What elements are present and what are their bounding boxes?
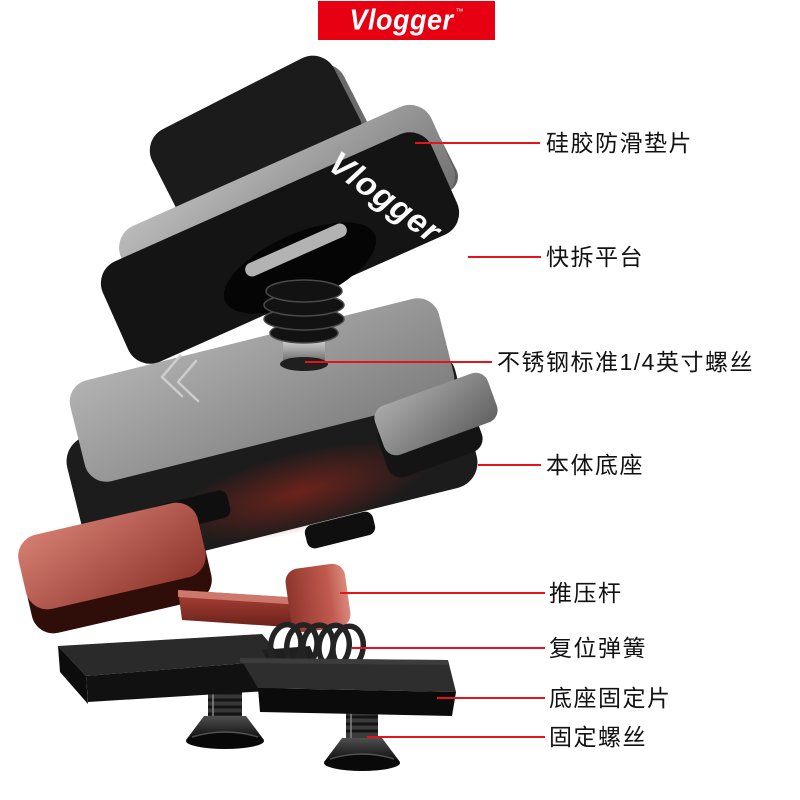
base-fixing-plate-right [240, 658, 456, 716]
brand-logo-text: Vlogger [349, 4, 454, 36]
push-rod [18, 502, 351, 634]
brand-badge: Vlogger ™ [318, 1, 495, 40]
callout-label-quick-release-platform: 快拆平台 [546, 244, 644, 270]
callout-line-quarter-inch-screw [305, 361, 492, 363]
callout-label-main-body-base: 本体底座 [546, 452, 644, 478]
callout-label-fixing-screw: 固定螺丝 [549, 724, 647, 750]
callout-label-base-fixing-plate: 底座固定片 [549, 685, 672, 711]
callout-label-push-rod: 推压杆 [549, 580, 623, 606]
callout-line-silicone-pad [415, 142, 540, 144]
trademark-symbol: ™ [455, 7, 464, 16]
callout-line-quick-release-platform [468, 256, 541, 258]
callout-label-return-spring: 复位弹簧 [549, 635, 647, 661]
silicone-pad-left [149, 55, 373, 233]
double-chevron-icon [160, 354, 200, 403]
callout-line-push-rod [340, 592, 545, 594]
callout-line-main-body-base [478, 464, 541, 466]
clamp-arm [374, 372, 498, 456]
quarter-inch-screw [263, 279, 345, 371]
callout-line-return-spring [352, 647, 545, 649]
callout-line-fixing-screw [367, 736, 545, 738]
callout-line-base-fixing-plate [437, 697, 545, 699]
callout-label-silicone-pad: 硅胶防滑垫片 [546, 130, 693, 156]
fixing-screw-right [324, 704, 400, 771]
callout-label-quarter-inch-screw: 不锈钢标准1/4英寸螺丝 [497, 349, 754, 375]
base-fixing-plate [58, 634, 318, 704]
quick-release-platform: Vlogger [100, 104, 460, 364]
